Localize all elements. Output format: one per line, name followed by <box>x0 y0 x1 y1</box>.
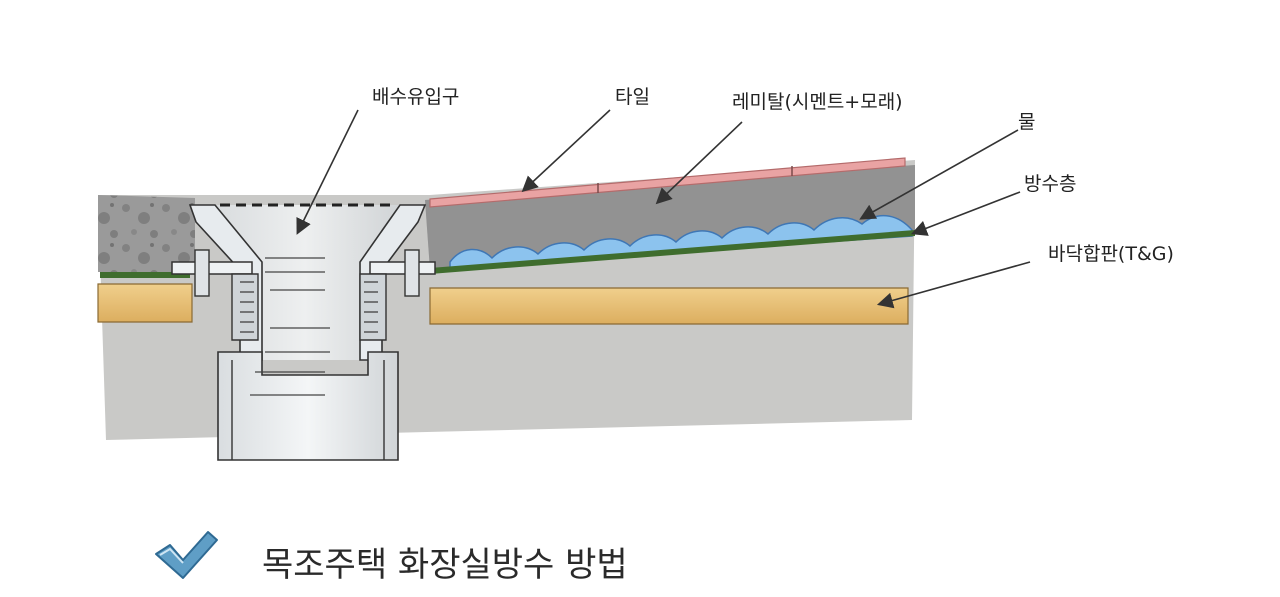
label-waterproof-layer: 방수층 <box>1024 173 1076 195</box>
caption-title: 목조주택 화장실방수 방법 <box>262 545 628 585</box>
floor-plywood-right <box>429 287 909 325</box>
tile-layer <box>429 157 906 208</box>
label-mortar: 레미탈(시멘트+모래) <box>732 91 903 113</box>
label-tile: 타일 <box>615 86 650 108</box>
arrow-plywood <box>876 261 1031 309</box>
label-floor-plywood: 바닥합판(T&G) <box>1048 243 1174 265</box>
arrow-waterproof <box>911 191 1021 236</box>
floor-plywood-left <box>97 283 193 323</box>
checkmark-icon <box>155 531 218 579</box>
label-drain-inlet: 배수유입구 <box>372 86 459 108</box>
drain-assembly <box>171 203 436 461</box>
water-waves <box>449 215 913 269</box>
waterproof-layer <box>430 230 915 274</box>
arrow-mortar <box>655 121 743 205</box>
arrow-water <box>859 129 1019 220</box>
label-water: 물 <box>1018 111 1035 133</box>
arrow-drain-inlet <box>296 109 359 235</box>
arrow-tile <box>521 109 611 193</box>
